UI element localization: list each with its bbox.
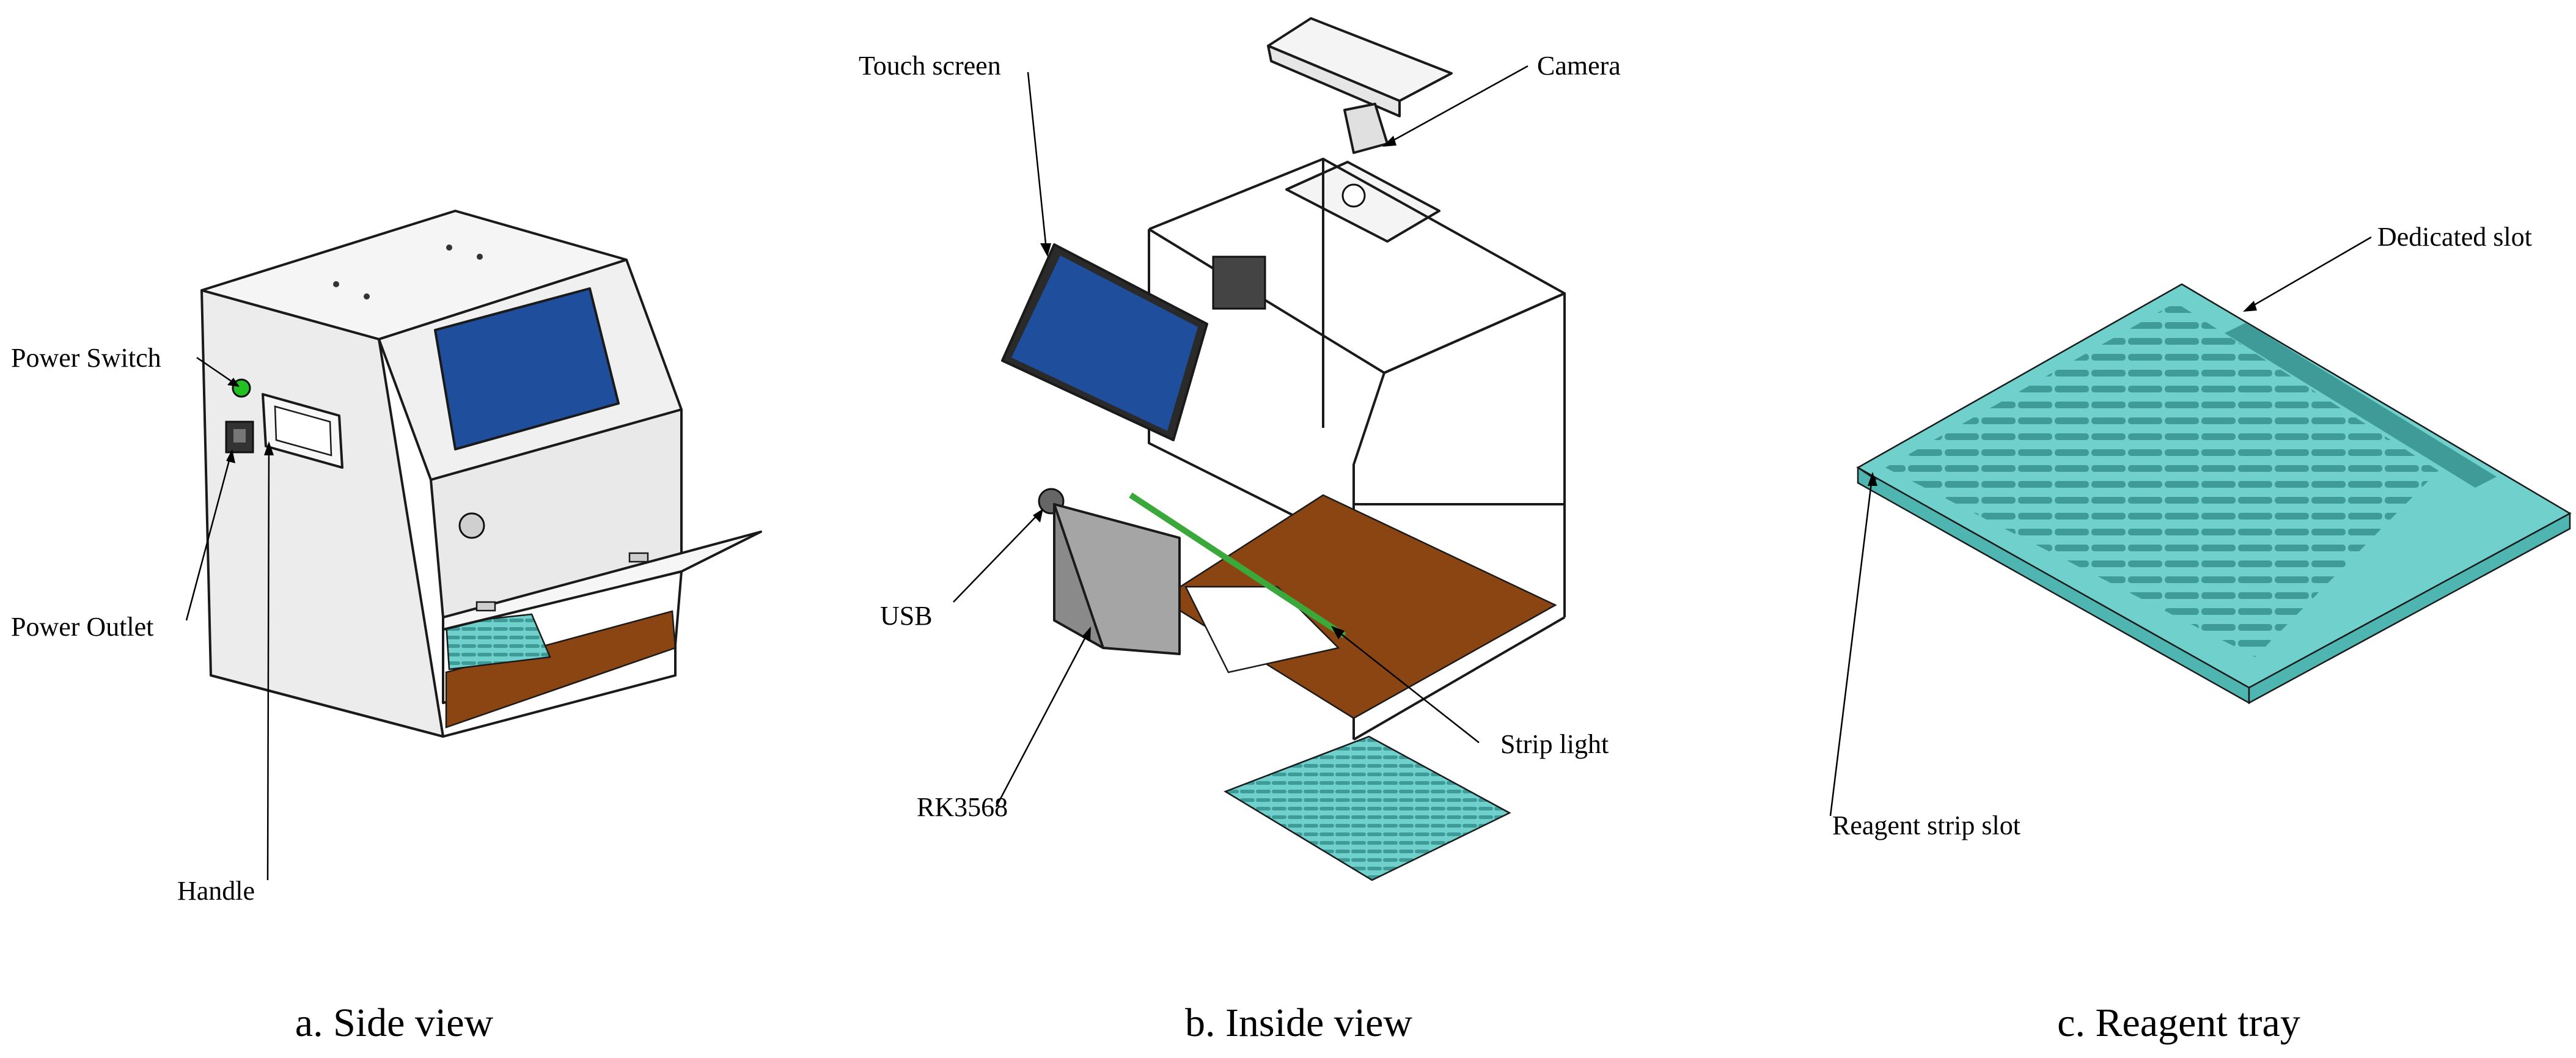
- label-reagent-strip-slot: Reagent strip slot: [1832, 810, 2020, 840]
- label-camera: Camera: [1537, 51, 1621, 81]
- label-strip-light: Strip light: [1500, 729, 1609, 759]
- side-view-panel: Power Switch Power Outlet Handle a. Side…: [11, 210, 762, 1045]
- lock-icon: [458, 512, 485, 539]
- reagent-tray-panel: Dedicated slot Reagent strip slot c. Rea…: [1829, 222, 2572, 1045]
- caption-side-view: a. Side view: [295, 1001, 494, 1045]
- label-power-switch: Power Switch: [11, 343, 161, 373]
- camera-module: [1212, 255, 1266, 310]
- strip-light-icon: [1129, 492, 1346, 639]
- inside-tray: [1224, 735, 1511, 881]
- dedicated-slot: [2225, 323, 2497, 488]
- label-rk3568: RK3568: [917, 792, 1008, 822]
- inside-touch-screen: [1001, 243, 1208, 441]
- inside-floor: [1159, 494, 1557, 719]
- rk3568-module: [1053, 503, 1181, 655]
- reagent-strip-slots: [1885, 303, 2438, 657]
- side-screen: [434, 287, 620, 450]
- instrument-housing: [200, 210, 762, 738]
- label-usb: USB: [880, 601, 933, 631]
- label-touch-screen: Touch screen: [859, 51, 1001, 81]
- inside-view-panel: Touch screen Camera USB RK3568 Strip lig…: [859, 17, 1621, 1045]
- label-power-outlet: Power Outlet: [11, 612, 153, 642]
- label-handle: Handle: [177, 876, 255, 906]
- handle-icon: [262, 393, 343, 469]
- caption-reagent-tray: c. Reagent tray: [2057, 1001, 2300, 1045]
- label-dedicated-slot: Dedicated slot: [2377, 222, 2532, 252]
- camera-bracket: [1267, 17, 1453, 243]
- caption-inside-view: b. Inside view: [1185, 1001, 1412, 1045]
